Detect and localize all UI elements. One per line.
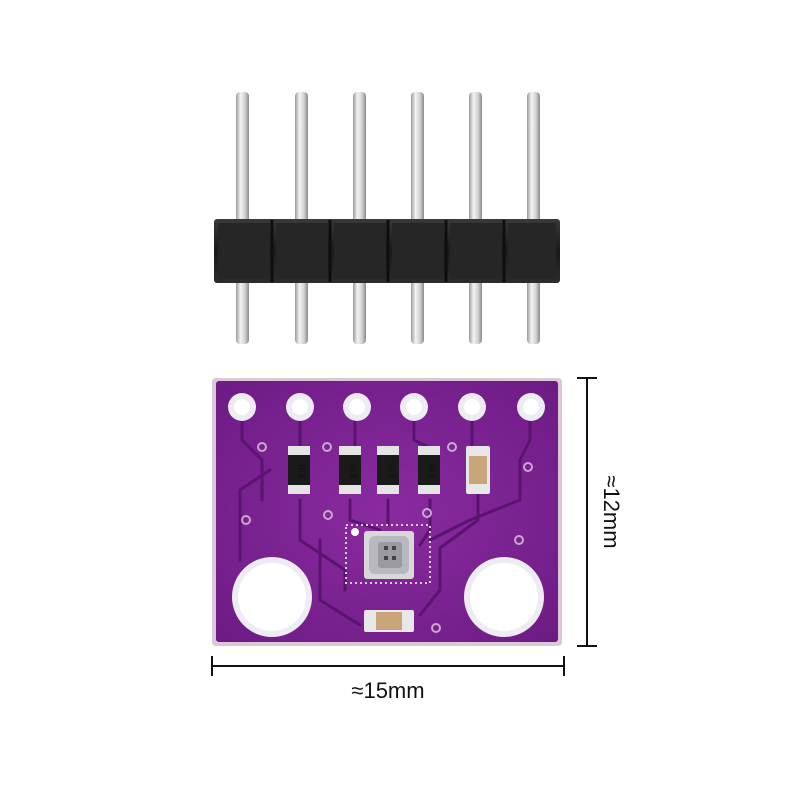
header-pin-6 (527, 92, 540, 344)
header-plastic-block (214, 219, 560, 283)
header-pin-5 (469, 92, 482, 344)
resistor-r3-marking: 103 (385, 462, 395, 478)
header-pin-2 (295, 92, 308, 344)
header-pins (236, 92, 540, 344)
pad-4 (400, 393, 428, 421)
sensor-board: 103 103 103 103 (212, 378, 562, 646)
resistor-r2: 103 (339, 446, 361, 494)
pressure-sensor-chip (345, 524, 431, 584)
header-pin-1 (236, 92, 249, 344)
pad-2 (286, 393, 314, 421)
resistor-r3: 103 (377, 446, 399, 494)
pad-6 (517, 393, 545, 421)
board-vias (241, 442, 533, 633)
header-pin-3 (353, 92, 366, 344)
height-label: ≈12mm (599, 475, 624, 548)
capacitor-c1 (466, 446, 490, 494)
resistor-r1: 103 (288, 446, 310, 494)
resistor-r1-marking: 103 (296, 462, 306, 478)
pad-3 (343, 393, 371, 421)
width-label: ≈15mm (351, 678, 424, 703)
mounting-hole-left (232, 557, 312, 637)
pin-header (214, 92, 560, 344)
width-dimension (211, 656, 565, 676)
height-dimension (577, 377, 597, 647)
resistor-r2-marking: 103 (347, 462, 357, 478)
mounting-hole-right (464, 557, 544, 637)
header-pin-4 (411, 92, 424, 344)
resistor-r4: 103 (418, 446, 440, 494)
resistor-r4-marking: 103 (426, 462, 436, 478)
pad-5 (458, 393, 486, 421)
capacitor-c2 (364, 610, 414, 632)
board-pin-pads (228, 393, 545, 421)
pad-1 (228, 393, 256, 421)
